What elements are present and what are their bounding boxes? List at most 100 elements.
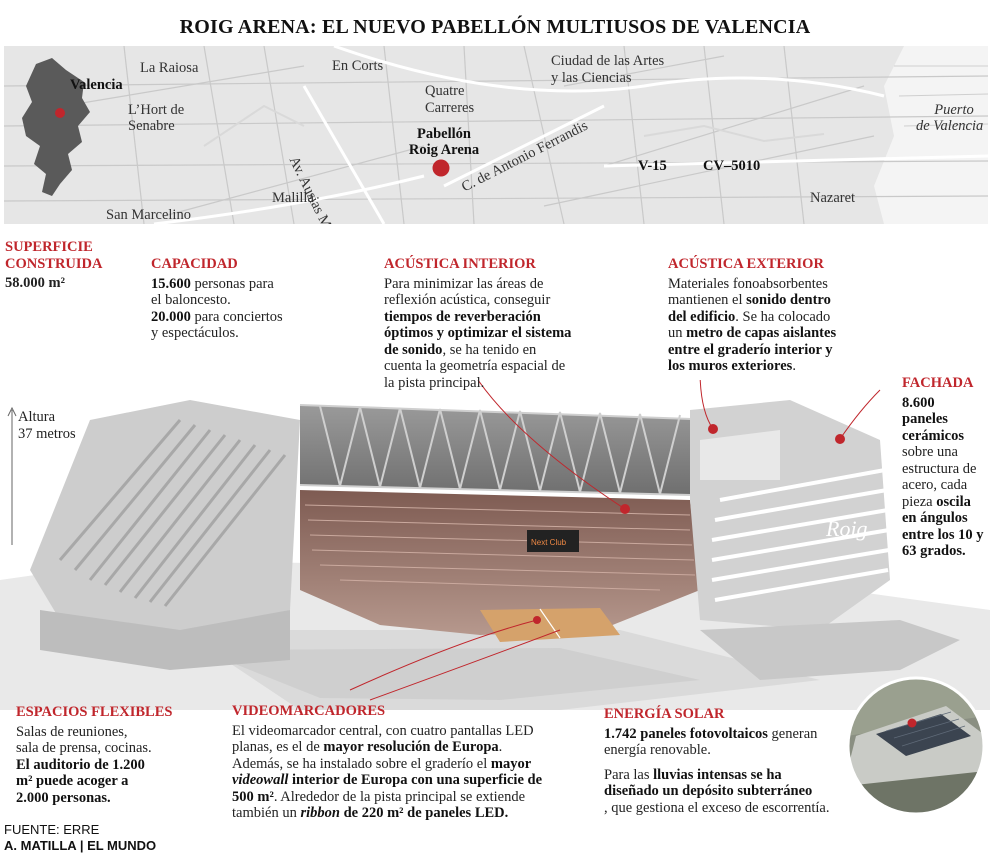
map-label-san-marcelino: San Marcelino [106,207,191,223]
capacidad-text-1a: personas para [190,275,274,292]
acustica-exterior-line-6: los muros exteriores [668,358,793,374]
source-credit: FUENTE: ERRE [4,822,100,837]
videomarcadores-line-2b: mayor resolución de Europa [323,739,499,755]
capacidad-block: CAPACIDAD 15.600 personas para el balonc… [151,256,351,342]
fachada-line-1: 8.600 [902,394,935,411]
espacios-line-5: 2.000 personas. [16,789,111,806]
fachada-line-10: 63 grados. [902,543,966,559]
map-label-pabellon-1: Pabellón [417,126,471,142]
acustica-exterior-line-3a: del edificio [668,308,736,325]
acustica-exterior-line-1: Materiales fonoabsorbentes [668,275,828,292]
videomarcadores-line-5: 500 m² [232,788,274,805]
map-label-v15: V-15 [638,158,667,174]
map-label-malilla: Malilla [272,190,314,206]
fachada-line-7a: pieza [902,493,937,510]
videomarcadores-line-6b: ribbon [300,805,340,821]
energia-line-1a: 1.742 paneles fotovoltaicos [604,725,768,742]
map-label-ciudad-artes-1: Ciudad de las Artes [551,53,665,69]
espacios-block: ESPACIOS FLEXIBLES Salas de reuniones, s… [16,704,216,806]
acustica-interior-line-5a: de sonido [384,341,443,358]
videomarcadores-line-4a: videowall [232,772,289,788]
energia-line-1b: generan [767,725,818,742]
central-scoreboard [527,530,579,552]
videomarcadores-line-1: El videomarcador central, con cuatro pan… [232,722,534,739]
author-credit: A. MATILLA | EL MUNDO [4,838,157,853]
fachada-line-6: acero, cada [902,477,968,493]
arena-cutaway-illustration: Next Club Roig [0,380,990,710]
acustica-exterior-line-4a: un [668,325,687,341]
energia-line-4: diseñado un depósito subterráneo [604,783,813,799]
fachada-line-2: paneles [902,411,948,427]
fachada-line-7b: oscila [936,493,971,510]
valencia-marker [55,108,65,118]
acustica-exterior-line-2b: sonido dentro [746,292,831,308]
acustica-exterior-block: ACÚSTICA EXTERIOR Materiales fonoabsorbe… [668,256,868,375]
fachada-block: FACHADA 8.600 paneles cerámicos sobre un… [902,375,990,560]
map-label-puerto-2: de Valencia [916,118,984,134]
fachada-heading: FACHADA [902,375,974,391]
superficie-block: SUPERFICIE CONSTRUIDA 58.000 m² [5,239,135,292]
altura-line-2: 37 metros [18,425,76,442]
acustica-interior-line-5b: , se ha tenido en [442,341,537,358]
videomarcadores-line-2c: . [498,739,503,755]
capacidad-concert-number: 20.000 [151,308,191,325]
valencia-region-shape [22,58,90,196]
acustica-interior-line-6: cuenta la geometría espacial de [384,358,566,374]
videomarcadores-line-6c: de 220 m² de paneles LED. [339,805,509,821]
energia-heading: ENERGÍA SOLAR [604,706,725,722]
videomarcadores-line-5b: . Alrededor de la pista principal se ext… [273,788,526,805]
map-label-hort-1: L’Hort de [128,102,185,118]
map-label-valencia: Valencia [70,77,123,93]
marker-energia-solar [907,718,917,728]
map-label-nazaret: Nazaret [810,190,856,206]
fachada-line-3: cerámicos [902,427,964,444]
capacidad-heading: CAPACIDAD [151,256,238,272]
map-label-la-raiosa: La Raiosa [140,60,199,76]
capacidad-text-1b: el baloncesto. [151,292,231,308]
page-title: ROIG ARENA: EL NUEVO PABELLÓN MULTIUSOS … [179,16,811,38]
scoreboard-text: Next Club [531,538,567,547]
videomarcadores-heading: VIDEOMARCADORES [232,703,386,719]
capacidad-text-2b: y espectáculos. [151,325,239,341]
arena-location-marker [432,159,450,177]
altura-line-1: Altura [18,409,56,425]
fachada-line-5: estructura de [902,460,977,477]
energia-line-5: , que gestiona el exceso de escorrentía. [604,799,830,816]
espacios-heading: ESPACIOS FLEXIBLES [16,704,173,720]
map-label-cv5010: CV–5010 [703,158,761,174]
videomarcadores-line-3b: mayor [490,755,532,772]
energia-line-3a: Para las [604,766,654,783]
acustica-interior-line-4: óptimos y optimizar el sistema [384,325,572,341]
acustica-interior-block: ACÚSTICA INTERIOR Para minimizar las áre… [384,256,614,391]
videomarcadores-line-2a: planas, es el de [232,739,324,755]
videomarcadores-block: VIDEOMARCADORES El videomarcador central… [232,703,572,822]
capacidad-text-2a: para conciertos [190,308,283,325]
acustica-interior-line-1: Para minimizar las áreas de [384,275,544,292]
map-streets [4,46,988,224]
acustica-interior-line-3: tiempos de reverberación [384,308,541,325]
acustica-interior-line-2: reflexión acústica, conseguir [384,292,551,308]
map-label-ciudad-artes-2: y las Ciencias [551,70,632,86]
acustica-interior-line-7: la pista principal. [384,374,485,391]
espacios-line-2: sala de prensa, cocinas. [16,740,152,756]
solar-roof-photo [846,676,986,816]
acustica-exterior-line-3b: . Se ha colocado [735,308,831,325]
superficie-value: 58.000 m² [5,275,65,291]
acustica-exterior-heading: ACÚSTICA EXTERIOR [668,256,824,272]
acustica-interior-heading: ACÚSTICA INTERIOR [384,256,536,272]
map-label-quatre-2: Carreres [425,100,475,116]
acustica-exterior-line-2a: mantienen el [668,292,747,308]
fachada-line-4: sobre una [902,444,958,460]
fachada-line-8: en ángulos [902,510,968,526]
superficie-heading-2: CONSTRUIDA [5,255,103,272]
videomarcadores-line-4b: interior de Europa con una superficie de [288,772,543,788]
acustica-exterior-line-5: entre el graderío interior y [668,341,833,358]
altura-label: Altura 37 metros [18,409,118,442]
fachada-line-9: entre los 10 y [902,526,984,543]
videomarcadores-line-3a: Además, se ha instalado sobre el graderí… [232,755,491,772]
energia-line-3b: lluvias intensas se ha [653,766,782,783]
acustica-exterior-line-4b: metro de capas aislantes [686,325,837,341]
map-label-puerto-1: Puerto [934,102,974,118]
map-label-en-corts: En Corts [332,58,384,74]
acustica-exterior-line-6b: . [792,358,796,374]
